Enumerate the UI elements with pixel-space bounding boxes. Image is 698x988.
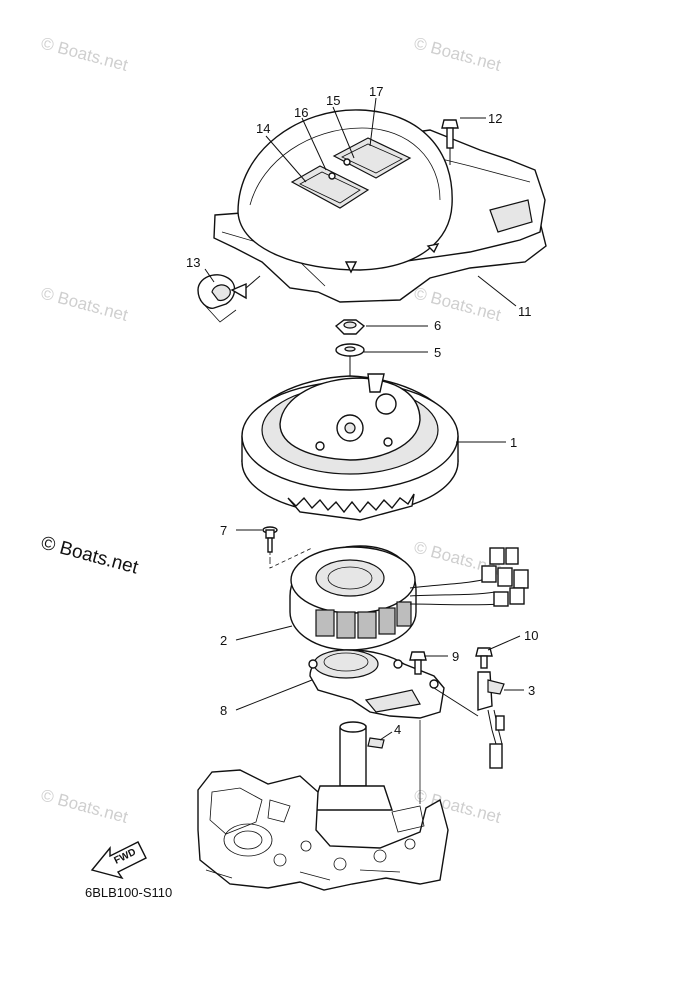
bracket-part [197,274,247,323]
callout-6: 6 [434,318,441,333]
watermark: © Boats.net [39,34,130,75]
callouts: 14 16 15 17 12 13 11 6 5 1 7 2 9 10 3 8 … [186,84,538,737]
callout-9: 9 [452,649,459,664]
stator-part [289,545,529,651]
callout-3: 3 [528,683,535,698]
flywheel-part [241,373,459,521]
watermark-bold: © Boats.net [39,533,141,579]
bolt-part [262,526,278,560]
callout-17: 17 [369,84,383,99]
bolt-part [409,651,427,675]
callout-16: 16 [294,105,308,120]
callout-10: 10 [524,628,538,643]
crankcase-part [197,720,449,891]
bolt-part [475,647,493,669]
callout-11: 11 [518,304,532,319]
callout-14: 14 [256,121,270,136]
watermark: © Boats.net [39,786,130,827]
callout-12: 12 [488,111,502,126]
woodruff-key-part [367,737,385,749]
diagram-code: 6BLB100-S110 [85,885,172,900]
flywheel-cover-part [197,109,547,323]
callout-15: 15 [326,93,340,108]
watermark: © Boats.net [412,284,503,325]
callout-2: 2 [220,633,227,648]
washer-part [335,343,365,357]
callout-1: 1 [510,435,517,450]
callout-4: 4 [394,722,401,737]
watermark: © Boats.net [39,284,130,325]
stator-base-part [308,649,445,719]
bolt-part [441,119,459,165]
callout-7: 7 [220,523,227,538]
watermark: © Boats.net [412,34,503,75]
callout-8: 8 [220,703,227,718]
pulser-coil-part [477,671,505,769]
leader-lines [204,97,524,741]
callout-13: 13 [186,255,200,270]
label-plate-upper [332,137,412,179]
nut-part [334,319,366,335]
callout-5: 5 [434,345,441,360]
fwd-arrow-icon: FWD [90,841,147,880]
